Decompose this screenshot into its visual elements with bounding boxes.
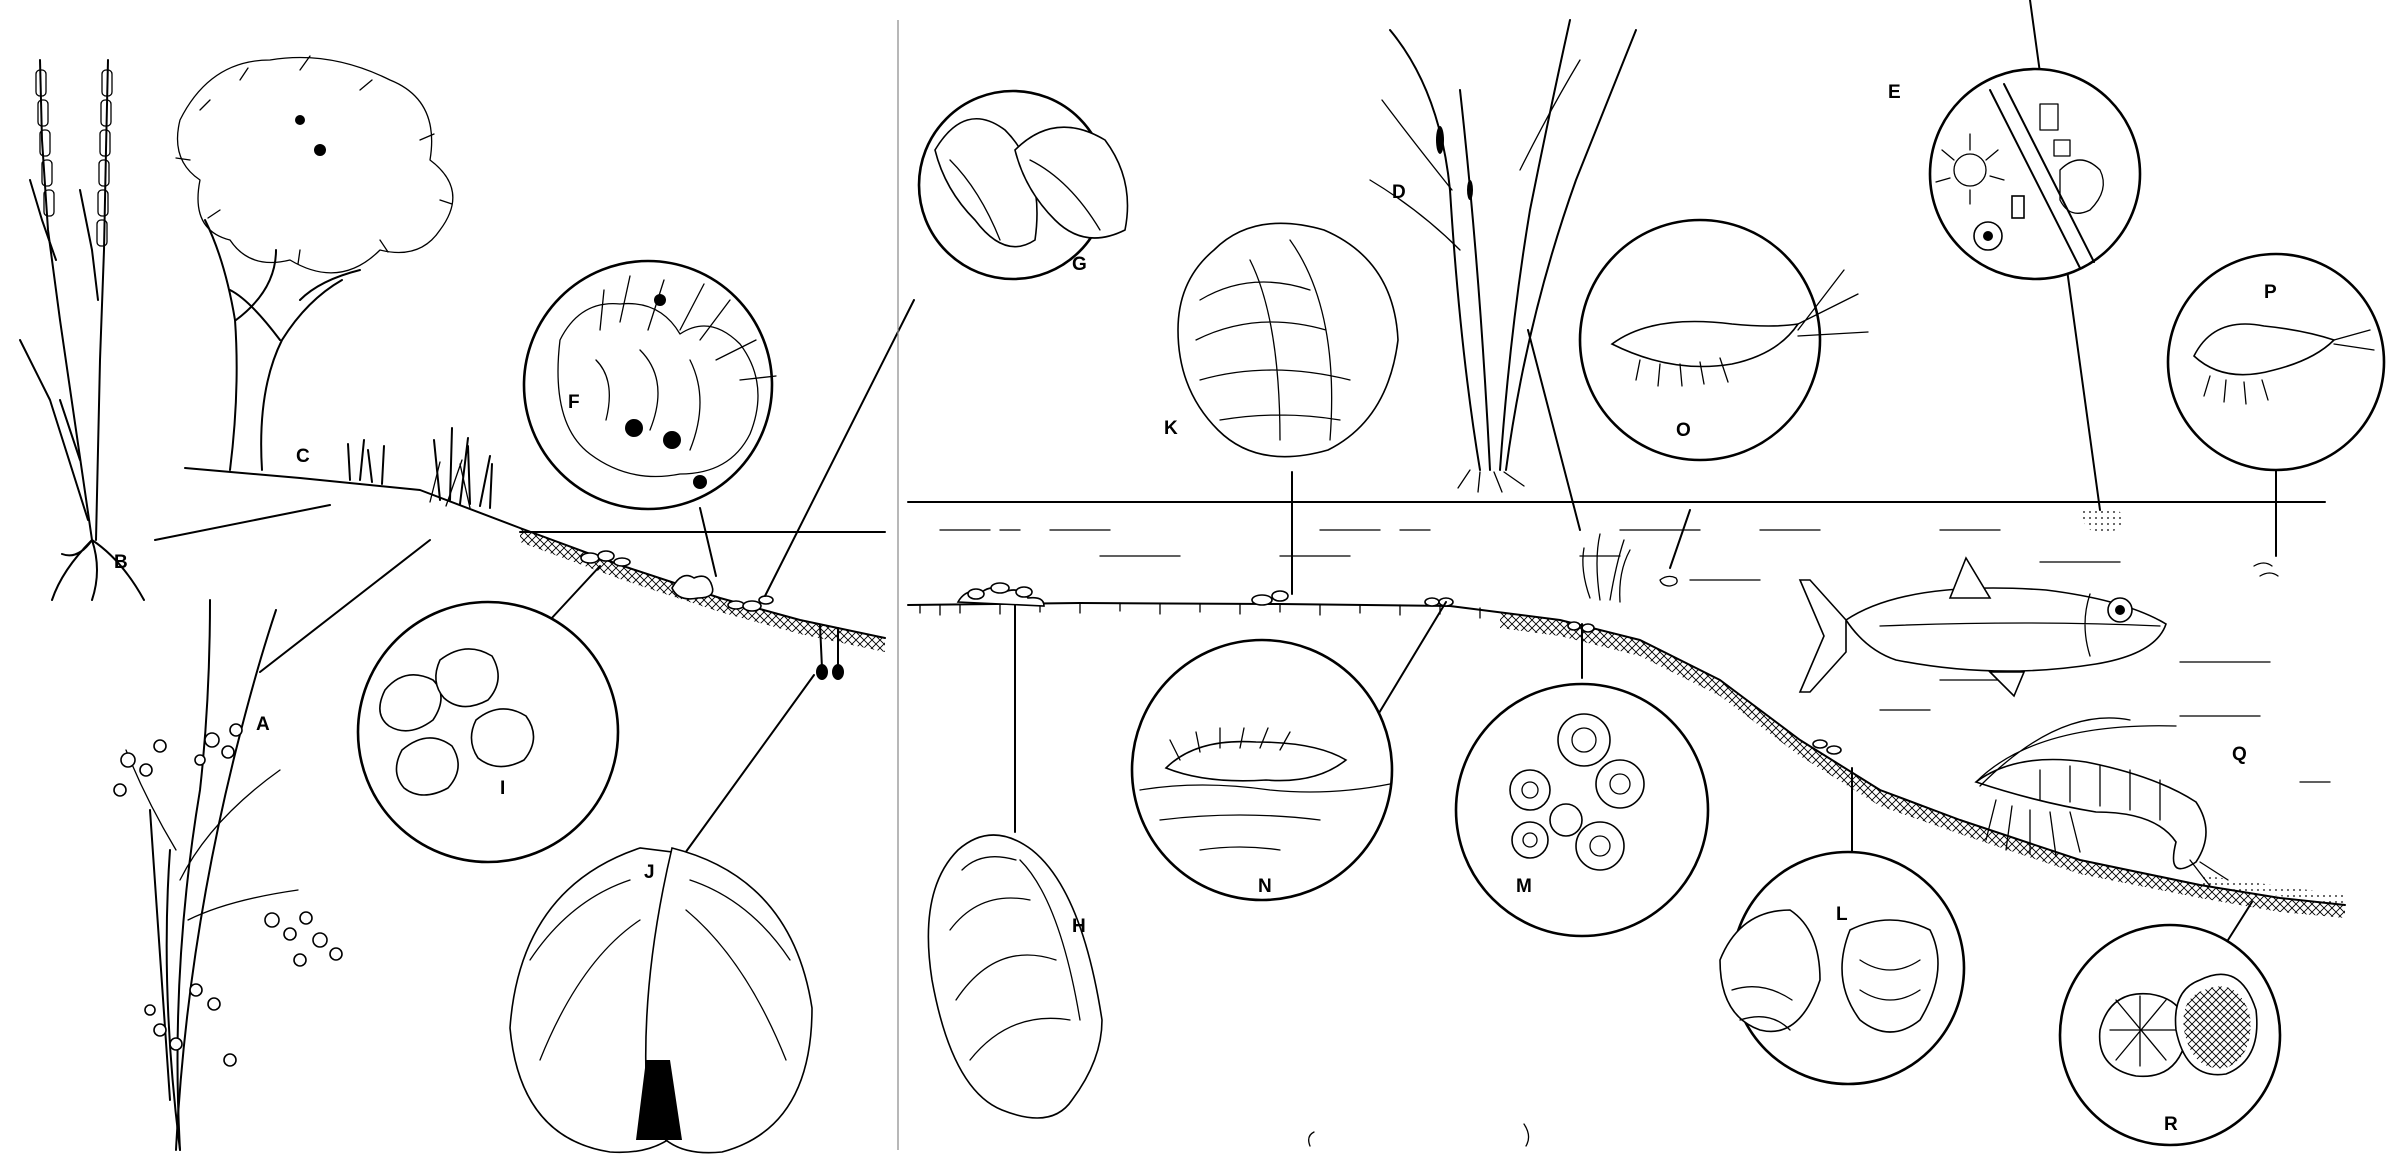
label-F: F bbox=[568, 392, 580, 413]
pointer-D bbox=[1528, 330, 1580, 530]
pointer-I bbox=[550, 566, 600, 620]
label-E: E bbox=[1888, 82, 1901, 103]
shrimp-inset-O bbox=[1580, 220, 1868, 568]
spartina-grass-D bbox=[1370, 20, 1636, 492]
bottom-bracket-left bbox=[1309, 1132, 1314, 1146]
label-D: D bbox=[1392, 182, 1406, 203]
pointer-N bbox=[1376, 602, 1446, 718]
pointer-O bbox=[1670, 510, 1690, 568]
label-M: M bbox=[1516, 876, 1532, 897]
label-A: A bbox=[256, 714, 270, 735]
label-B: B bbox=[114, 552, 128, 573]
mussel-H bbox=[928, 605, 1102, 1118]
label-J: J bbox=[644, 862, 655, 883]
tree-C bbox=[176, 56, 453, 470]
marsh-grass-clumps bbox=[348, 428, 492, 508]
mussels-inset-G bbox=[765, 91, 1128, 596]
large-shrimp-Q bbox=[1976, 718, 2228, 886]
submerged-grass bbox=[1583, 534, 1630, 602]
label-R: R bbox=[2164, 1114, 2178, 1135]
label-Q: Q bbox=[2232, 744, 2247, 765]
oyster-K bbox=[1178, 223, 1398, 594]
rush-plant-A bbox=[114, 600, 342, 1150]
label-H: H bbox=[1072, 916, 1086, 937]
pointer-G bbox=[765, 300, 914, 596]
pointer-B bbox=[155, 505, 330, 540]
bottom-bracket-right bbox=[1524, 1124, 1529, 1146]
pointer-F bbox=[700, 508, 716, 576]
label-P: P bbox=[2264, 282, 2277, 303]
pebbles-left bbox=[581, 551, 773, 611]
small-amphipods-in-water bbox=[2254, 563, 2278, 576]
pointer-J bbox=[680, 675, 814, 860]
label-G: G bbox=[1072, 254, 1087, 275]
label-K: K bbox=[1164, 418, 1178, 439]
small-clams-inset-I bbox=[358, 566, 618, 862]
small-shrimp-in-water bbox=[1660, 576, 1677, 586]
barnacles-inset-F bbox=[524, 261, 776, 576]
label-N: N bbox=[1258, 876, 1272, 897]
label-I: I bbox=[500, 778, 505, 799]
label-L: L bbox=[1836, 904, 1848, 925]
label-O: O bbox=[1676, 420, 1691, 441]
foraminifera-inset-R bbox=[2060, 902, 2280, 1145]
pointer-R bbox=[2228, 902, 2252, 940]
label-C: C bbox=[296, 446, 310, 467]
fish bbox=[1800, 558, 2166, 696]
rush-flower-cluster bbox=[114, 724, 342, 1066]
right-panel-estuary: H K D bbox=[908, 0, 2384, 1146]
phytoplankton-inset-E bbox=[1930, 0, 2140, 510]
salicornia-plant-B bbox=[20, 60, 144, 600]
amphipod-inset-N bbox=[1132, 602, 1446, 900]
plankton-speck-cloud bbox=[2080, 507, 2123, 533]
